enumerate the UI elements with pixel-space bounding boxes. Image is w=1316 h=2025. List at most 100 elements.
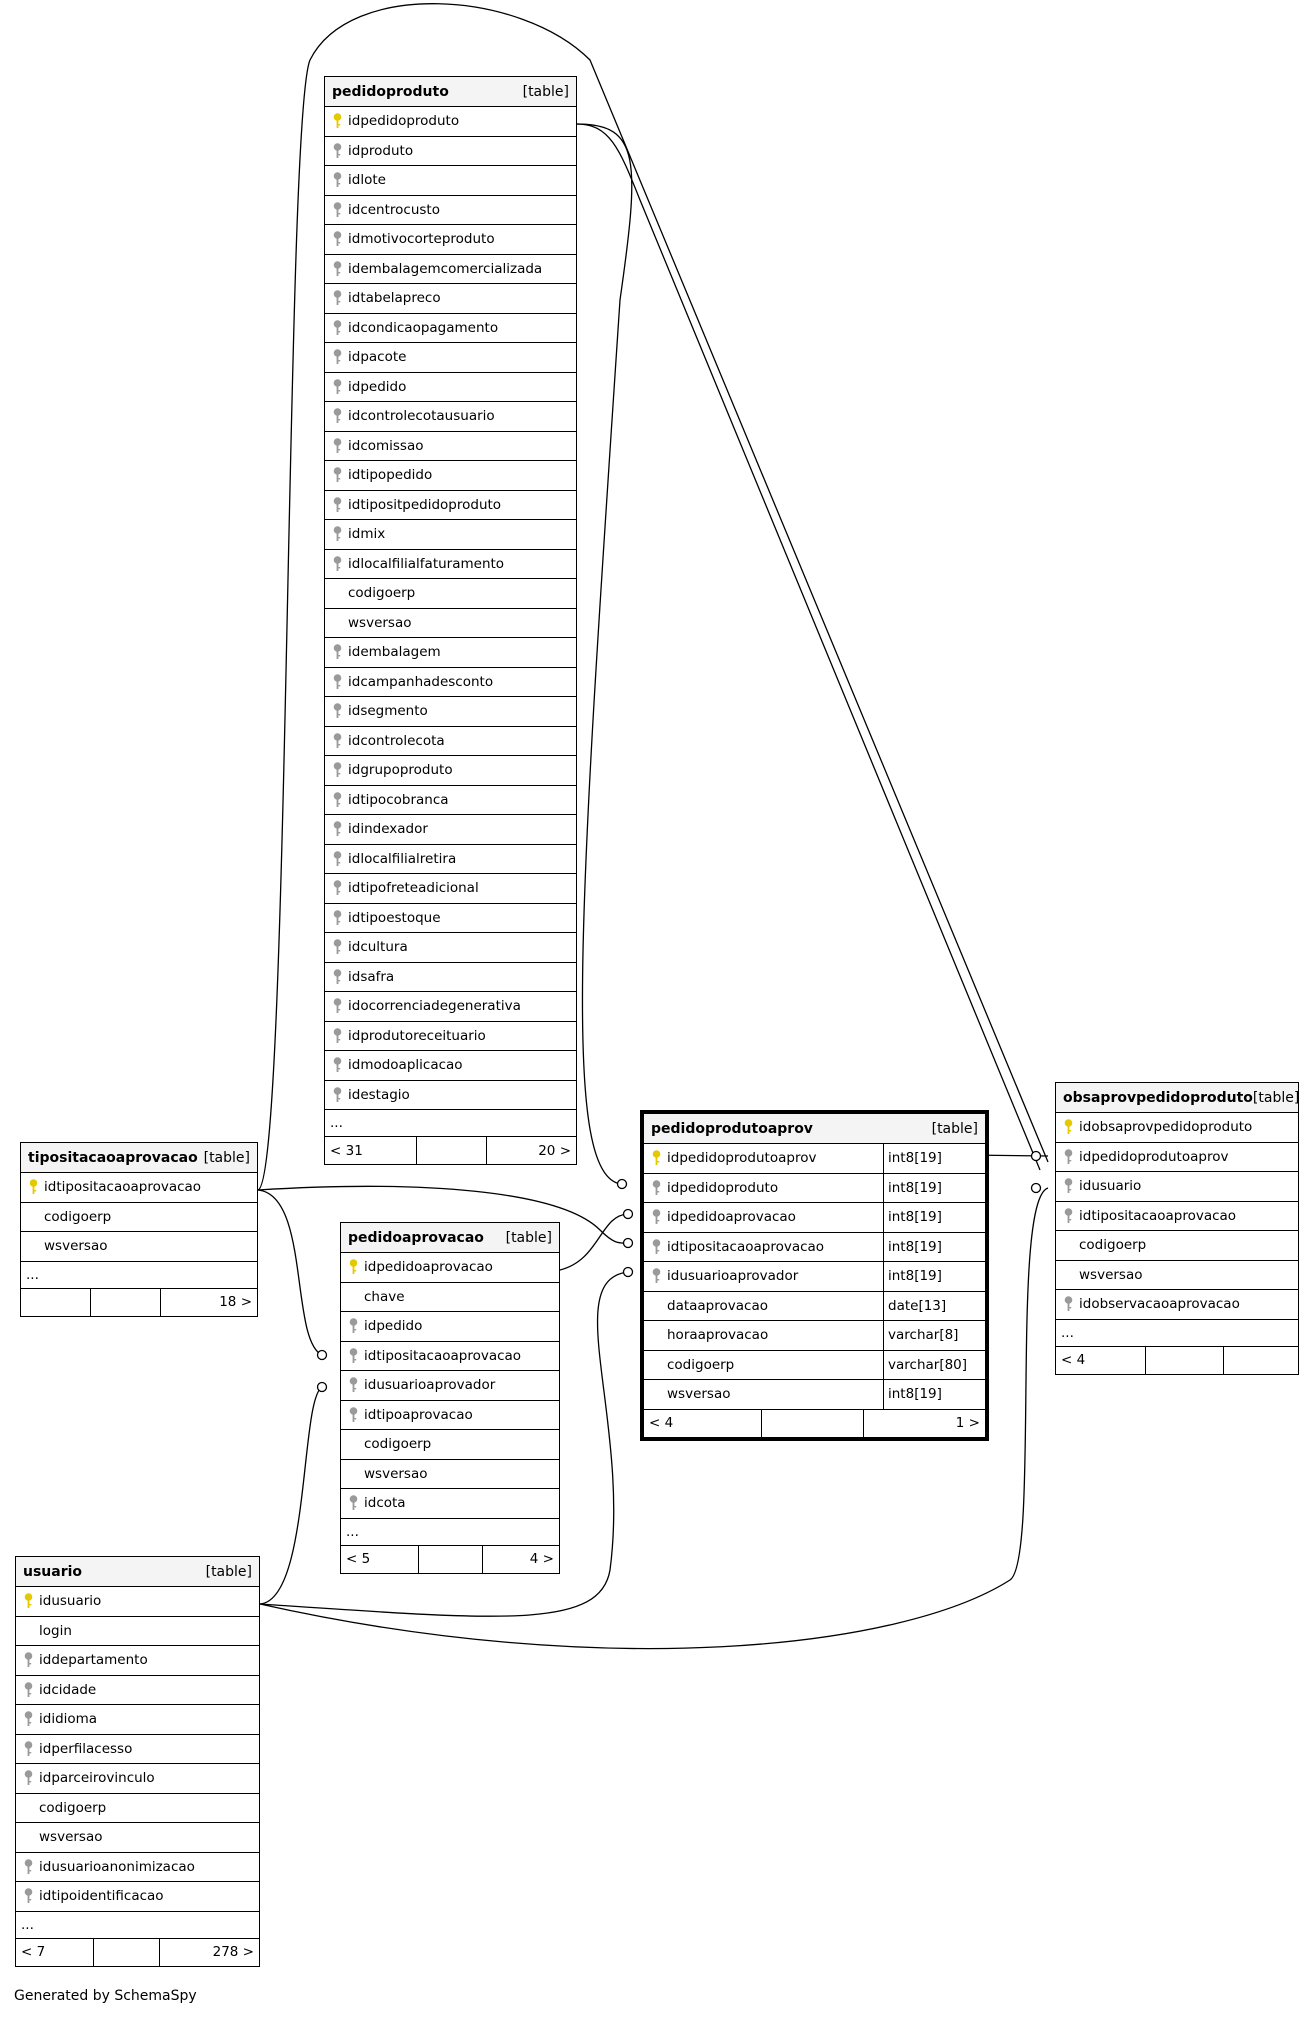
column-row[interactable]: idlocalfilialretira xyxy=(325,845,576,874)
column-row[interactable]: codigoerp xyxy=(325,579,576,609)
column-row[interactable]: idtabelapreco xyxy=(325,284,576,314)
column-row[interactable]: idcentrocusto xyxy=(325,196,576,225)
column-row[interactable]: wsversao xyxy=(341,1460,559,1489)
column-name-cell: idpedidoaprovacao xyxy=(644,1203,883,1232)
column-row[interactable]: idtipositacaoaprovacao xyxy=(341,1342,559,1371)
footer-children[interactable]: 1 > xyxy=(955,1415,980,1431)
column-row[interactable]: idusuarioaprovador xyxy=(341,1371,559,1401)
column-row[interactable]: idpedido xyxy=(341,1312,559,1342)
footer-parents[interactable]: < 5 xyxy=(341,1545,419,1573)
footer-parents[interactable]: < 4 xyxy=(644,1409,762,1437)
column-row[interactable]: idproduto xyxy=(325,137,576,166)
column-row[interactable]: codigoerp xyxy=(16,1794,259,1823)
column-row[interactable]: idusuario xyxy=(1056,1172,1298,1202)
foreign-key-icon xyxy=(330,821,344,837)
column-row[interactable]: idprodutoreceituario xyxy=(325,1022,576,1051)
column-row[interactable]: idindexador xyxy=(325,815,576,845)
column-row[interactable]: idgrupoproduto xyxy=(325,756,576,786)
column-row[interactable]: idlote xyxy=(325,166,576,196)
column-row[interactable]: idusuarioanonimizacao xyxy=(16,1853,259,1882)
column-row[interactable]: idpedidoproduto xyxy=(325,107,576,137)
column-row[interactable]: idtipofreteadicional xyxy=(325,874,576,904)
column-row[interactable]: idcampanhadesconto xyxy=(325,668,576,697)
column-row[interactable]: idtipoestoque xyxy=(325,904,576,933)
column-row[interactable]: idcontrolecotausuario xyxy=(325,402,576,432)
column-row[interactable]: idcota xyxy=(341,1489,559,1519)
column-row[interactable]: idembalagem xyxy=(325,638,576,668)
footer-children[interactable]: 4 > xyxy=(529,1551,554,1567)
column-name: idtipopedido xyxy=(348,467,433,484)
footer-parents[interactable]: < 7 xyxy=(16,1938,94,1966)
column-row[interactable]: idmodoaplicacao xyxy=(325,1051,576,1081)
table-name: pedidoprodutoaprov xyxy=(651,1120,813,1137)
column-row[interactable]: wsversao xyxy=(16,1823,259,1853)
footer-parents[interactable] xyxy=(21,1288,91,1316)
column-name-cell: idmodoaplicacao xyxy=(325,1051,576,1080)
footer-children[interactable]: 20 > xyxy=(538,1142,571,1159)
footer-children[interactable] xyxy=(1224,1347,1298,1374)
column-row[interactable]: idcomissao xyxy=(325,432,576,461)
column-row[interactable]: idpedidoaprovacao xyxy=(341,1253,559,1283)
footer-children[interactable]: 278 > xyxy=(212,1944,254,1960)
table-obsaprovpedidoproduto[interactable]: obsaprovpedidoproduto [table] idobsaprov… xyxy=(1055,1082,1299,1375)
column-row[interactable]: idusuario xyxy=(16,1587,259,1617)
column-row[interactable]: idmotivocorteproduto xyxy=(325,225,576,255)
column-row[interactable]: login xyxy=(16,1617,259,1646)
column-row[interactable]: idtipositpedidoproduto xyxy=(325,491,576,520)
column-row[interactable]: chave xyxy=(341,1283,559,1312)
column-row[interactable]: idtipositacaoaprovacao xyxy=(1056,1202,1298,1231)
foreign-key-icon xyxy=(346,1347,360,1364)
column-row[interactable]: idparceirovinculo xyxy=(16,1764,259,1794)
column-name: idobsaprovpedidoproduto xyxy=(1079,1119,1253,1136)
table-pedidoaprovacao[interactable]: pedidoaprovacao [table] idpedidoaprovaca… xyxy=(340,1222,560,1574)
column-row[interactable]: idestagio xyxy=(325,1081,576,1110)
column-row[interactable]: idsegmento xyxy=(325,697,576,727)
column-row[interactable]: idsafra xyxy=(325,963,576,992)
column-row[interactable]: codigoerp xyxy=(21,1203,257,1232)
foreign-key-icon xyxy=(330,172,344,188)
column-row[interactable]: idobservacaoaprovacao xyxy=(1056,1290,1298,1320)
column-row[interactable]: idcidade xyxy=(16,1676,259,1705)
column-row[interactable]: idpacote xyxy=(325,343,576,373)
column-row[interactable]: iddepartamento xyxy=(16,1646,259,1676)
column-row[interactable]: idembalagemcomercializada xyxy=(325,255,576,284)
column-row[interactable]: idtipositacaoaprovacao xyxy=(21,1173,257,1203)
column-row[interactable]: idpedidoprodutoaprov xyxy=(1056,1143,1298,1172)
column-row[interactable]: idobsaprovpedidoproduto xyxy=(1056,1113,1298,1143)
column-row[interactable]: codigoerp xyxy=(341,1430,559,1460)
column-row[interactable]: idperfilacesso xyxy=(16,1735,259,1764)
footer-children[interactable]: 18 > xyxy=(219,1294,252,1310)
column-row[interactable]: idcontrolecota xyxy=(325,727,576,756)
column-name: idpedidoproduto xyxy=(667,1179,779,1196)
column-row[interactable]: idtipocobranca xyxy=(325,786,576,815)
column-row[interactable]: idtipopedido xyxy=(325,461,576,491)
column-row[interactable]: idcondicaopagamento xyxy=(325,314,576,343)
column-row[interactable]: idcultura xyxy=(325,933,576,963)
column-row[interactable]: idocorrenciadegenerativa xyxy=(325,992,576,1022)
column-row[interactable]: idtipoidentificacao xyxy=(16,1882,259,1912)
column-row[interactable]: idmix xyxy=(325,520,576,550)
column-row[interactable]: idlocalfilialfaturamento xyxy=(325,550,576,579)
column-row[interactable]: wsversao xyxy=(21,1232,257,1262)
column-row[interactable]: wsversao xyxy=(1056,1261,1298,1290)
footer-parents[interactable]: < 4 xyxy=(1056,1346,1146,1374)
column-row[interactable]: idpedido xyxy=(325,373,576,402)
footer-parents[interactable]: < 31 xyxy=(325,1137,417,1164)
table-pedidoprodutoaprov[interactable]: pedidoprodutoaprov [table] idpedidoprodu… xyxy=(640,1110,989,1441)
column-row[interactable]: ididioma xyxy=(16,1705,259,1735)
column-row[interactable]: idtipoaprovacao xyxy=(341,1401,559,1430)
column-row[interactable]: codigoerp xyxy=(1056,1231,1298,1261)
table-tipositacaoaprovacao[interactable]: tipositacaoaprovacao [table] idtipositac… xyxy=(20,1142,258,1317)
column-row[interactable]: wsversao xyxy=(325,609,576,638)
